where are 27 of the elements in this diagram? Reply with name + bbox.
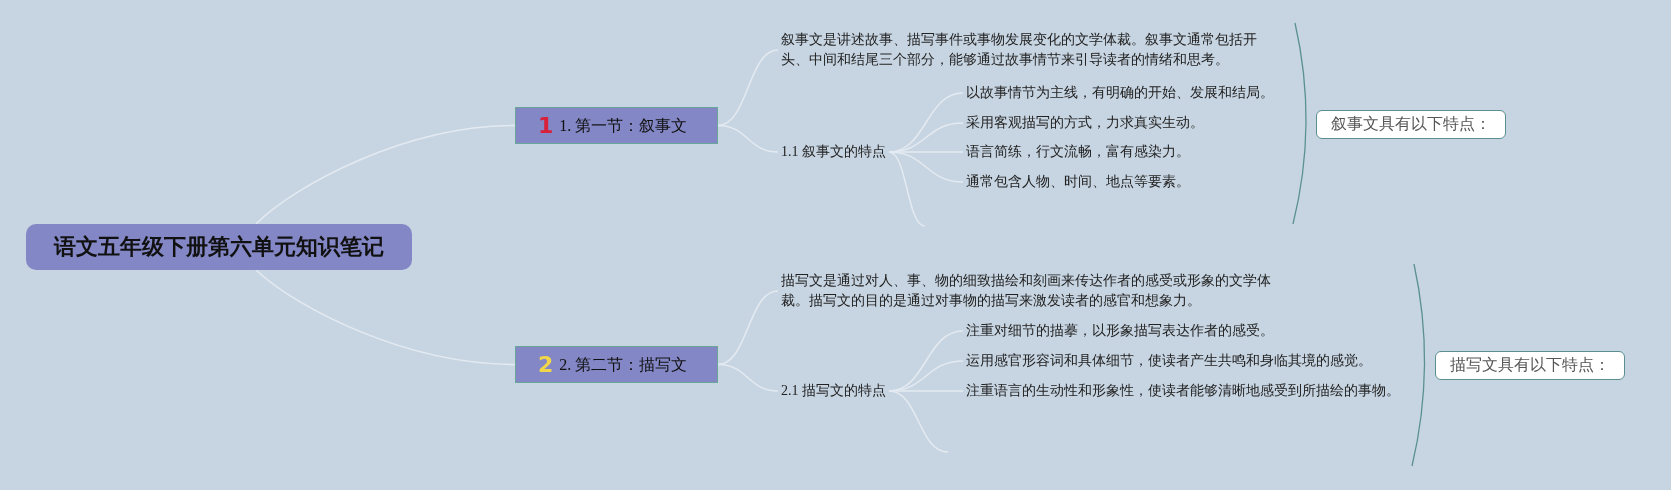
branch-text: 2.1 描写文的特点 — [778, 379, 889, 403]
branch-text: 注重对细节的描摹，以形象描写表达作者的感受。 — [963, 319, 1277, 343]
branch-text: 通常包含人物、时间、地点等要素。 — [963, 170, 1193, 194]
branch-text: 语言简练，行文流畅，富有感染力。 — [963, 140, 1193, 164]
priority-number: 1 — [538, 113, 554, 138]
branch-line — [717, 49, 779, 127]
branch-line — [255, 124, 516, 225]
branch-line — [888, 151, 926, 227]
summary-box: 描写文具有以下特点： — [1435, 351, 1625, 380]
summary-box: 叙事文具有以下特点： — [1316, 110, 1506, 139]
branch-line — [255, 269, 516, 366]
branch-text: 采用客观描写的方式，力求真实生动。 — [963, 111, 1207, 135]
priority-number: 2 — [538, 352, 554, 377]
branch-text: 1.1 叙事文的特点 — [778, 140, 889, 164]
topic-box — [515, 107, 719, 144]
branch-text: 注重语言的生动性和形象性，使读者能够清晰地感受到所描绘的事物。 — [963, 379, 1403, 403]
root-topic-box: 语文五年级下册第六单元知识笔记 — [26, 224, 412, 270]
topic-box — [515, 346, 719, 383]
branch-line — [717, 363, 779, 392]
branch-text: 描写文是通过对人、事、物的细致描绘和刻画来传达作者的感受或形象的文学体裁。描写文的目的是通过对事物的描写来激发读者的感官和想象力。 — [778, 269, 1278, 313]
topic-title: 1. 第一节：叙事文 — [559, 117, 688, 134]
branch-text: 叙事文是讲述故事、描写事件或事物发展变化的文学体裁。叙事文通常包括开头、中间和结尾三个部分，能够通过故事情节来引导读者的情绪和思考。 — [778, 28, 1264, 72]
branch-line — [717, 124, 779, 153]
branch-text: 以故事情节为主线，有明确的开始、发展和结局。 — [963, 81, 1277, 105]
branch-line — [717, 290, 779, 366]
branch-text: 运用感官形容词和具体细节，使读者产生共鸣和身临其境的感觉。 — [963, 349, 1375, 373]
topic-title: 2. 第二节：描写文 — [559, 356, 688, 373]
